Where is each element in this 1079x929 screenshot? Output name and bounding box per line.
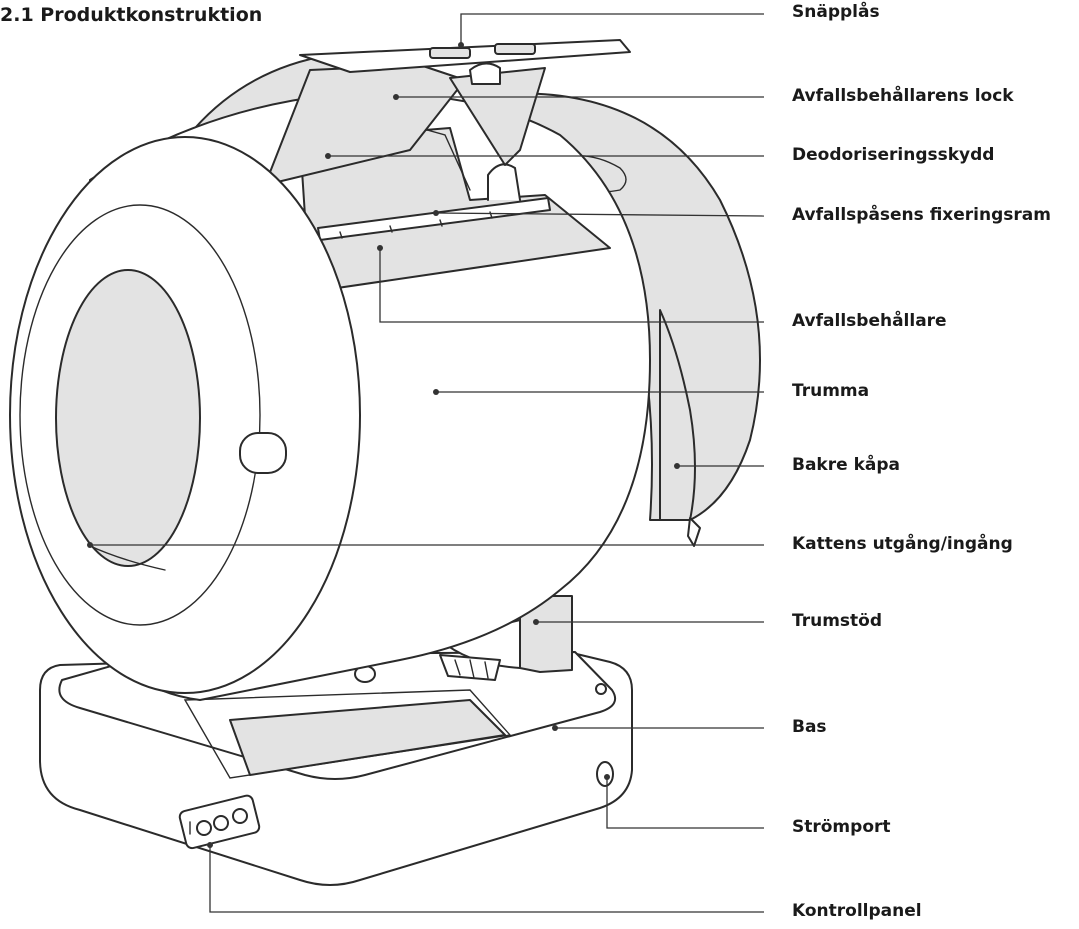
drum-illustration — [9, 39, 651, 701]
label-rear-cover: Bakre kåpa — [792, 455, 900, 475]
label-waste-bin-lid: Avfallsbehållarens lock — [792, 86, 1014, 106]
drum-support-illustration — [354, 595, 573, 683]
label-drum-support: Trumstöd — [792, 611, 883, 631]
label-base: Bas — [792, 717, 827, 737]
leader-lines — [87, 13, 765, 913]
label-control-panel: Kontrollpanel — [792, 901, 922, 921]
section-title: 2.1 Produktkonstruktion — [0, 4, 263, 26]
label-waste-bin: Avfallsbehållare — [792, 311, 947, 331]
label-waste-bag-fixing-frame: Avfallspåsens fixeringsram — [792, 205, 1051, 225]
rear-cover-illustration — [484, 92, 761, 547]
label-deodorizing-cover: Deodoriseringsskydd — [792, 145, 995, 165]
base-illustration — [39, 649, 633, 886]
label-snap-lock: Snäpplås — [792, 2, 880, 22]
label-cat-entrance: Kattens utgång/ingång — [792, 534, 1013, 554]
label-drum: Trumma — [792, 381, 870, 401]
label-power-port: Strömport — [792, 817, 891, 837]
